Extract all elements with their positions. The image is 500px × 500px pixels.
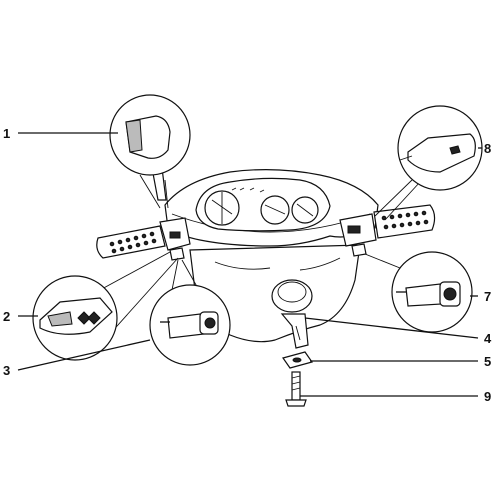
detail-circle-7 [364,251,473,333]
callout-5: 5 [484,354,491,369]
callout-7: 7 [484,289,491,304]
callout-4: 4 [484,331,492,346]
callout-8: 8 [484,141,491,156]
detail-circle-3 [149,259,231,366]
handlebar-assembly [96,167,436,343]
horn-assembly [271,279,313,349]
callout-2: 2 [3,309,10,324]
detail-circle-2 [32,251,179,361]
detail-circle-1 [109,94,191,209]
callout-labels: 1 2 3 4 5 7 8 9 [3,126,492,404]
left-grip [96,225,166,259]
screw [285,371,307,407]
callout-9: 9 [484,389,491,404]
washer [282,351,313,369]
detail-circle-8 [374,105,483,221]
right-grip [373,204,436,239]
callout-1: 1 [3,126,10,141]
callout-3: 3 [3,363,10,378]
leader-lines [17,132,482,397]
